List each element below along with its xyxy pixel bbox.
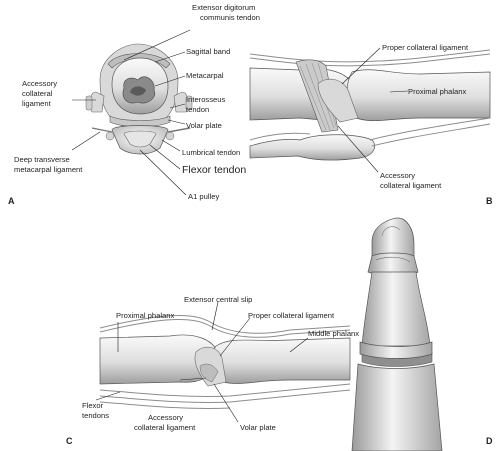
label-interosseus-2: tendon bbox=[186, 105, 209, 114]
label-extensor-digitorum-2: communis tendon bbox=[200, 13, 260, 22]
label-accessory-collateral-a: Accessory bbox=[22, 79, 57, 88]
label-proper-collateral-b: Proper collateral ligament bbox=[382, 43, 469, 52]
label-proximal-phalanx-c: Proximal phalanx bbox=[116, 311, 174, 320]
label-flexor-tendon: Flexor tendon bbox=[182, 164, 246, 176]
label-accessory-collateral-c: Accessory bbox=[148, 413, 183, 422]
panel-label-d: D bbox=[486, 436, 493, 446]
label-volar-plate-c: Volar plate bbox=[240, 423, 276, 432]
panel-b-illustration bbox=[249, 49, 491, 161]
panel-c-illustration bbox=[99, 314, 351, 410]
panel-label-a: A bbox=[8, 196, 15, 206]
label-deep-transverse-2: metacarpal ligament bbox=[14, 165, 83, 174]
label-flexor-tendons-2: tendons bbox=[82, 411, 109, 420]
label-proximal-phalanx-b: Proximal phalanx bbox=[408, 87, 466, 96]
label-interosseus: Interosseus bbox=[186, 95, 225, 104]
label-accessory-collateral-b: Accessory bbox=[380, 171, 415, 180]
label-volar-plate-a: Volar plate bbox=[186, 121, 222, 130]
label-lumbrical-tendon: Lumbrical tendon bbox=[182, 148, 240, 157]
label-accessory-collateral-c-2: collateral ligament bbox=[134, 423, 196, 432]
panel-label-c: C bbox=[66, 436, 73, 446]
panel-d-illustration bbox=[351, 217, 443, 451]
panel-label-b: B bbox=[486, 196, 493, 206]
label-middle-phalanx: Middle phalanx bbox=[308, 329, 359, 338]
label-extensor-central-slip: Extensor central slip bbox=[184, 295, 252, 304]
label-extensor-digitorum: Extensor digitorum bbox=[192, 3, 255, 12]
label-accessory-collateral-b-2: collateral ligament bbox=[380, 181, 442, 190]
label-a1-pulley: A1 pulley bbox=[188, 192, 219, 201]
label-accessory-collateral-a-3: ligament bbox=[22, 99, 52, 108]
label-proper-collateral-c: Proper collateral ligament bbox=[248, 311, 335, 320]
label-accessory-collateral-a-2: collateral bbox=[22, 89, 53, 98]
label-deep-transverse: Deep transverse bbox=[14, 155, 70, 164]
label-sagittal-band: Sagittal band bbox=[186, 47, 230, 56]
panel-a-illustration bbox=[85, 43, 193, 155]
label-flexor-tendons: Flexor bbox=[82, 401, 104, 410]
label-metacarpal: Metacarpal bbox=[186, 71, 224, 80]
